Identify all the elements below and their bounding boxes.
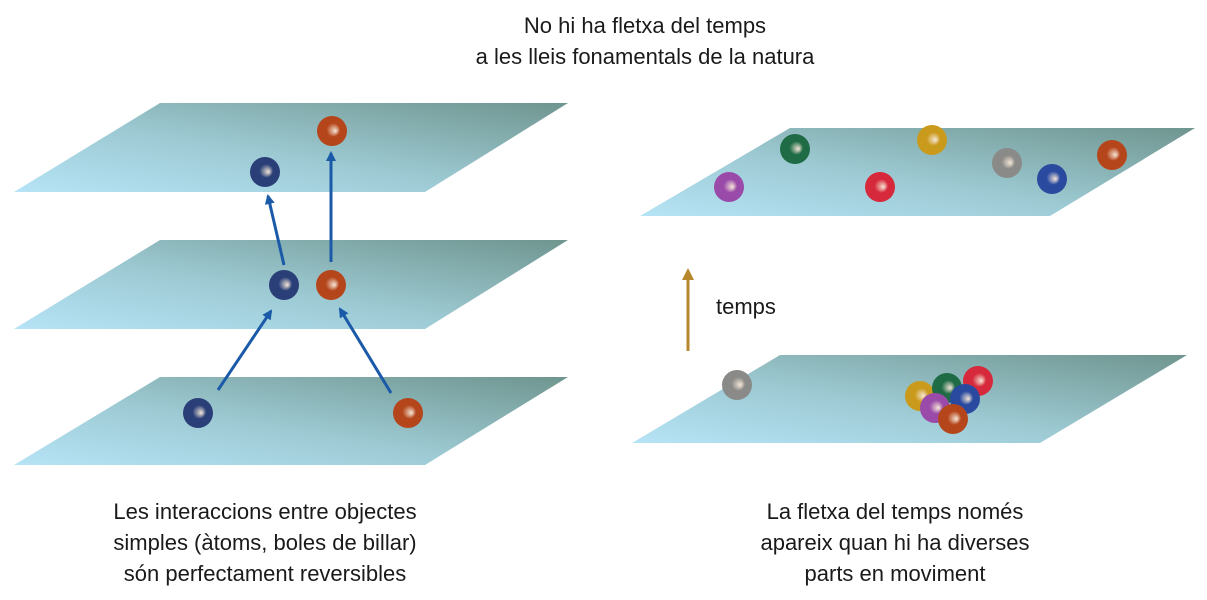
caption-line: apareix quan hi ha diverses	[760, 530, 1030, 555]
arrow	[264, 194, 286, 266]
ball-orange	[316, 270, 346, 300]
left-caption: Les interaccions entre objectes simples …	[40, 496, 490, 589]
arrow	[216, 309, 273, 391]
title-line: a les lleis fonamentals de la natura	[475, 44, 815, 69]
ball-yellow	[917, 125, 947, 155]
right-caption: La fletxa del temps només apareix quan h…	[670, 496, 1120, 589]
ball-gray	[722, 370, 752, 400]
caption-line: parts en moviment	[804, 561, 986, 586]
plane-right-top	[640, 128, 1195, 216]
ball-navy	[250, 157, 280, 187]
caption-line: són perfectament reversibles	[123, 561, 407, 586]
ball-green	[780, 134, 810, 164]
caption-line: simples (àtoms, boles de billar)	[113, 530, 417, 555]
ball-orange	[393, 398, 423, 428]
ball-blue	[1037, 164, 1067, 194]
title: No hi ha fletxa del temps a les lleis fo…	[345, 10, 945, 72]
ball-orange	[317, 116, 347, 146]
plane-left-top	[14, 103, 568, 192]
ball-red	[865, 172, 895, 202]
ball-orange	[938, 404, 968, 434]
time-arrow-label: temps	[716, 294, 776, 319]
ball-navy	[183, 398, 213, 428]
caption-line: La fletxa del temps només	[766, 499, 1024, 524]
blue-arrows	[216, 151, 393, 394]
arrow	[338, 307, 393, 394]
caption-line: Les interaccions entre objectes	[113, 499, 417, 524]
ball-orange	[1097, 140, 1127, 170]
plane-left-bottom	[14, 377, 568, 465]
ball-purple	[714, 172, 744, 202]
balls	[183, 116, 1127, 434]
ball-navy	[269, 270, 299, 300]
ball-gray	[992, 148, 1022, 178]
title-line: No hi ha fletxa del temps	[523, 13, 767, 38]
